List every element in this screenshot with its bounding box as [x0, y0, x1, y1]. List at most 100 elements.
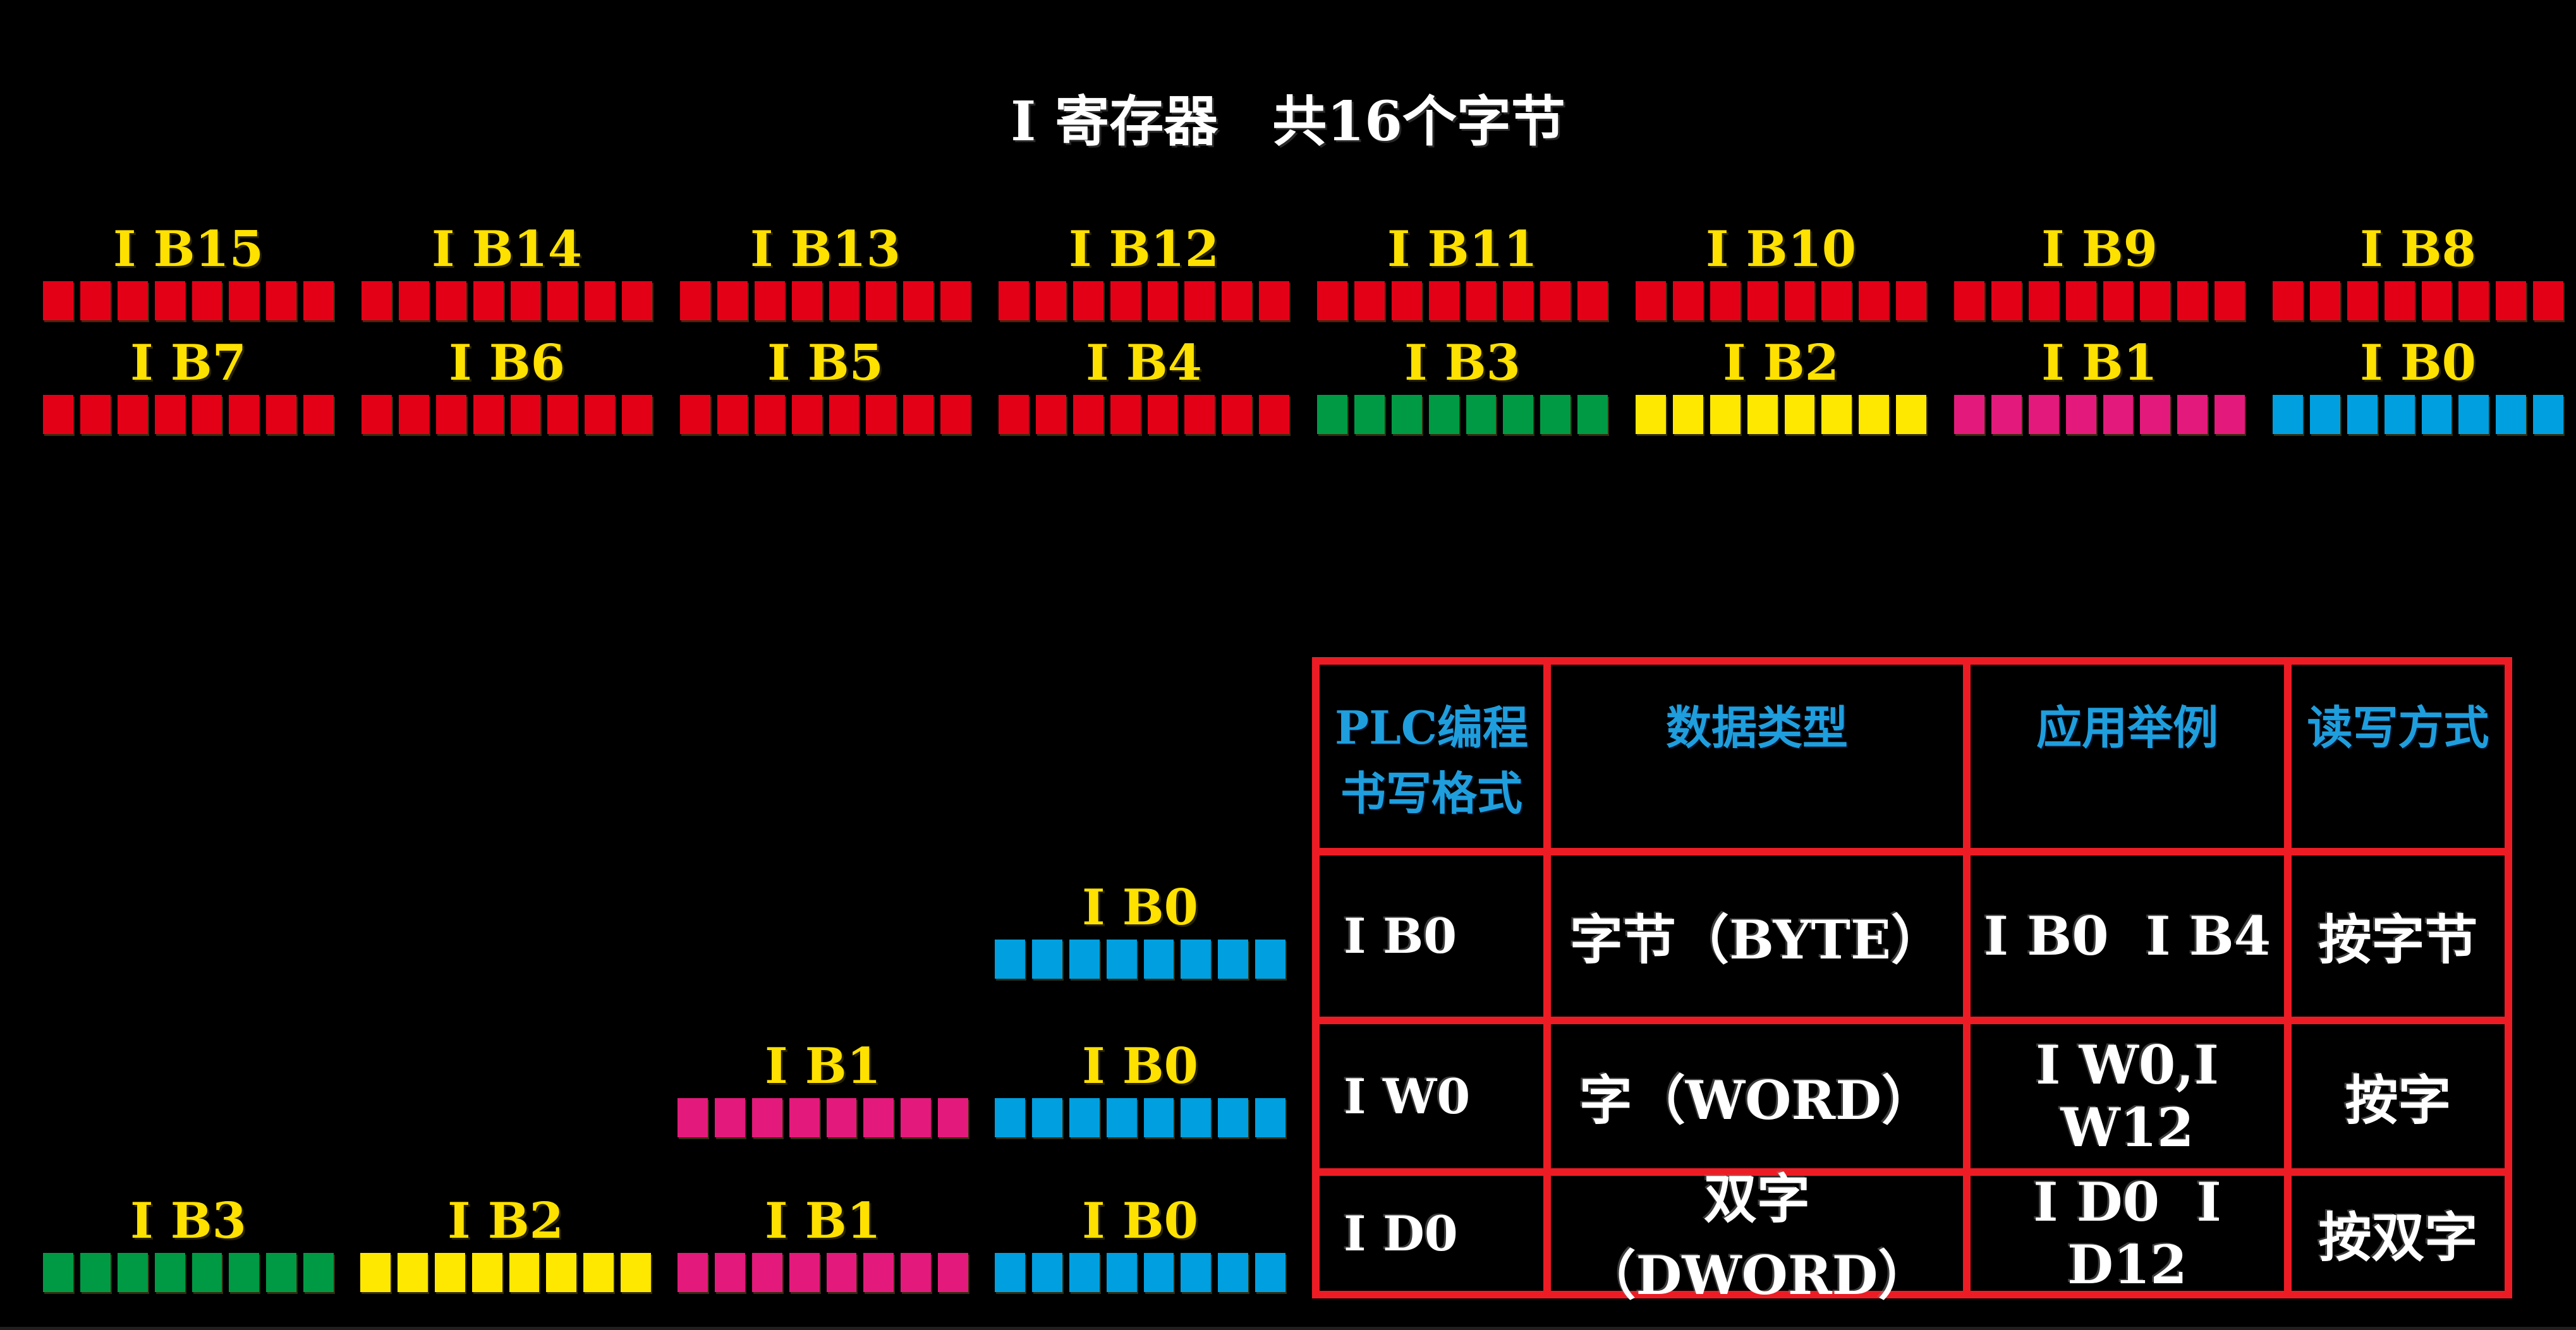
bit-square	[2384, 281, 2415, 320]
bit-squares	[43, 1253, 334, 1292]
bit-square	[751, 1098, 782, 1137]
bit-squares	[995, 940, 1285, 979]
bit-square	[1859, 395, 1890, 434]
bit-square	[117, 1253, 148, 1292]
byte-label: I B6	[449, 334, 565, 392]
bit-square	[80, 1253, 111, 1292]
byte-access-byte-group-ib0: I B0	[995, 876, 1285, 979]
bit-square	[361, 395, 392, 434]
bit-square	[1110, 281, 1141, 320]
bit-square	[191, 1253, 222, 1292]
bit-square	[1143, 1098, 1174, 1137]
bit-square	[714, 1098, 745, 1137]
byte-group-ib13: I B13	[680, 218, 971, 320]
bit-square	[1255, 1098, 1285, 1137]
bit-square	[266, 281, 297, 320]
bit-square	[1222, 395, 1253, 434]
bit-square	[1255, 1253, 1285, 1292]
bit-square	[1035, 281, 1066, 320]
byte-group-ib15: I B15	[43, 218, 334, 320]
bit-square	[266, 1253, 297, 1292]
bit-square	[1184, 395, 1215, 434]
bit-square	[1991, 281, 2022, 320]
byte-label: I B0	[2360, 334, 2476, 392]
bit-square	[791, 281, 822, 320]
bit-square	[677, 1098, 708, 1137]
bit-squares	[999, 281, 1289, 320]
byte-label: I B2	[447, 1192, 564, 1250]
bit-squares	[1317, 281, 1608, 320]
bit-square	[266, 395, 297, 434]
bit-square	[754, 395, 785, 434]
bit-square	[585, 281, 616, 320]
bit-square	[471, 1253, 502, 1292]
bit-square	[43, 281, 73, 320]
bit-square	[1636, 395, 1666, 434]
table-cell-r1-c0: I W0	[1320, 1024, 1543, 1168]
bit-square	[43, 395, 73, 434]
byte-label: I B15	[112, 221, 264, 278]
bit-square	[1710, 395, 1741, 434]
bit-square	[1503, 395, 1534, 434]
table-cell-r0-c2: I B0 I B4	[1971, 855, 2284, 1017]
bit-square	[1255, 940, 1285, 979]
bit-square	[1391, 395, 1422, 434]
bit-square	[1072, 395, 1103, 434]
bit-square	[1672, 281, 1703, 320]
byte-label: I B1	[2041, 334, 2158, 392]
bit-square	[2273, 395, 2303, 434]
bit-square	[1317, 281, 1347, 320]
bit-square	[1181, 1253, 1212, 1292]
bit-square	[397, 1253, 428, 1292]
bit-square	[229, 281, 260, 320]
bit-square	[510, 281, 541, 320]
bit-squares	[677, 1098, 968, 1137]
byte-group-ib12: I B12	[999, 218, 1289, 320]
bit-square	[154, 395, 185, 434]
bit-square	[995, 1098, 1025, 1137]
bit-square	[789, 1253, 820, 1292]
byte-group-ib4: I B4	[999, 332, 1289, 434]
bit-square	[2103, 281, 2134, 320]
bit-square	[1184, 281, 1215, 320]
bit-squares	[999, 395, 1289, 434]
bit-square	[2309, 281, 2340, 320]
bit-square	[863, 1253, 894, 1292]
byte-label: I B14	[431, 221, 583, 278]
table-cell-r2-c1: 双字（DWORD）	[1551, 1168, 1963, 1307]
bit-square	[360, 1253, 391, 1292]
bit-square	[1031, 1253, 1062, 1292]
bit-square	[547, 395, 578, 434]
bit-square	[995, 1253, 1025, 1292]
bit-square	[117, 281, 148, 320]
bit-square	[2533, 281, 2563, 320]
bit-square	[1428, 395, 1459, 434]
bit-square	[1896, 281, 1926, 320]
bit-square	[2215, 395, 2245, 434]
bit-square	[1147, 395, 1178, 434]
bit-square	[1540, 395, 1571, 434]
bit-square	[1747, 281, 1778, 320]
bit-square	[1466, 395, 1497, 434]
bit-square	[680, 281, 710, 320]
bit-squares	[680, 395, 971, 434]
bit-square	[717, 281, 748, 320]
byte-label: I B3	[1404, 334, 1521, 392]
bit-square	[1218, 940, 1249, 979]
byte-label: I B0	[1082, 879, 1198, 936]
byte-label: I B0	[1082, 1192, 1198, 1250]
bit-square	[1072, 281, 1103, 320]
bit-square	[1636, 281, 1666, 320]
dword-access-byte-group-ib1: I B1	[677, 1190, 968, 1292]
bit-square	[1259, 281, 1289, 320]
byte-label: I B1	[765, 1192, 881, 1250]
bit-squares	[360, 1253, 651, 1292]
bit-square	[1069, 1098, 1100, 1137]
bit-squares	[1317, 395, 1608, 434]
byte-group-ib14: I B14	[361, 218, 652, 320]
bit-square	[2458, 395, 2489, 434]
bit-square	[863, 1098, 894, 1137]
dword-access-byte-group-ib3: I B3	[43, 1190, 334, 1292]
bit-square	[1106, 1253, 1137, 1292]
bit-square	[435, 281, 466, 320]
